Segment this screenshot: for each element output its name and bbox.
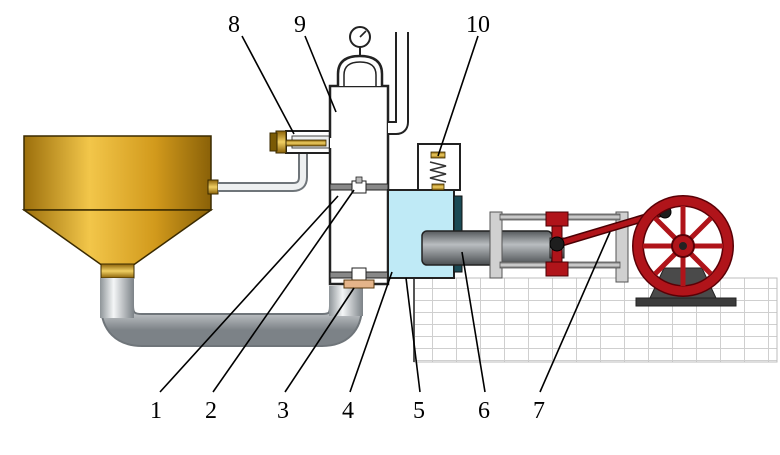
flywheel <box>632 195 737 307</box>
leader-lines <box>159 35 611 393</box>
label-8: 8 <box>228 12 240 38</box>
air-valve <box>269 130 333 154</box>
label-1: 1 <box>150 398 162 424</box>
suction-pipe <box>100 278 363 347</box>
label-6: 6 <box>478 398 490 424</box>
feed-line <box>207 152 308 195</box>
label-5: 5 <box>413 398 425 424</box>
pump-chamber <box>328 26 409 289</box>
label-7: 7 <box>533 398 545 424</box>
label-3: 3 <box>277 398 289 424</box>
label-4: 4 <box>342 398 354 424</box>
label-2: 2 <box>205 398 217 424</box>
label-9: 9 <box>294 12 306 38</box>
hopper-tank <box>21 135 214 279</box>
label-10: 10 <box>466 12 490 38</box>
